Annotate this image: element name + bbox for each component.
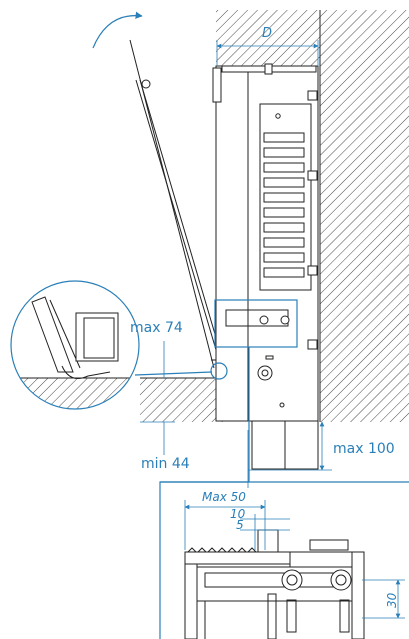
label-max-74: max 74 [130,320,183,336]
cabinet-feet [251,420,319,470]
wall-hatching [216,10,409,422]
lower-panel-features [257,355,285,408]
label-five: 5 [236,518,244,532]
label-depth: D [262,26,272,41]
floor-hatching [140,377,224,422]
rotation-arrow [92,11,143,49]
zoom-circle-detail [10,280,228,410]
label-thirty: 30 [385,592,399,608]
filter-slots [263,132,305,278]
dimension-min-44 [140,341,175,455]
bottom-detail-view [184,529,365,639]
cabinet-body [212,63,319,422]
label-ten: 10 [230,507,246,521]
label-max-50: Max 50 [202,490,246,504]
door-panel-open [129,39,226,371]
wall-brackets [307,90,318,350]
dimension-d [216,40,319,66]
dimension-max-100 [247,421,332,488]
bottom-detail-dimensions [184,500,405,619]
label-max-100: max 100 [333,441,395,457]
detail-highlight-box [214,299,298,348]
label-min-44: min 44 [141,456,190,472]
